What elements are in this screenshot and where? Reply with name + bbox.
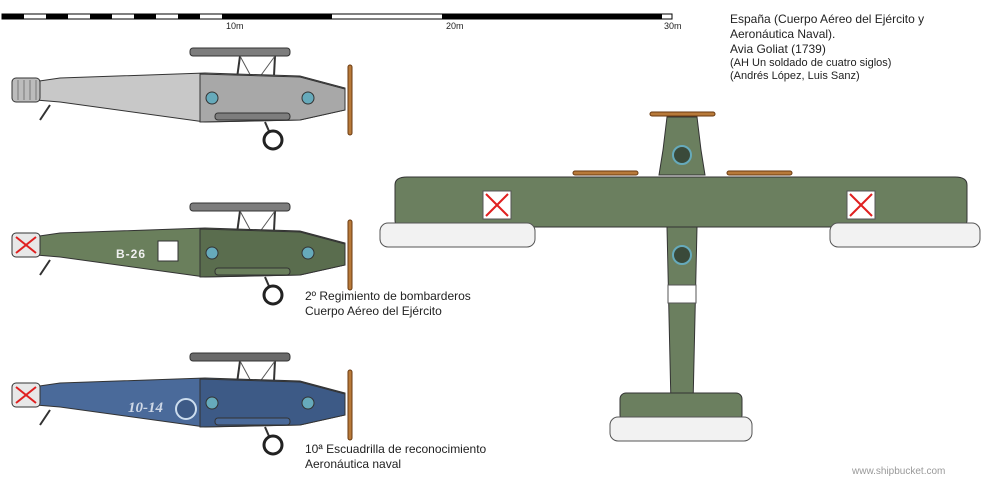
- title-line-5: (Andrés López, Luis Sanz): [730, 70, 860, 82]
- marking-b26: B-26: [116, 247, 147, 261]
- title-line-2: Aeronáutica Naval).: [730, 27, 836, 41]
- caption-navy: 10ª Escuadrilla de reconocimiento Aeroná…: [305, 442, 486, 472]
- top-view: [379, 111, 981, 442]
- caption-army-line-2: Cuerpo Aéreo del Ejército: [305, 304, 442, 318]
- side-view-grey: [11, 47, 353, 151]
- drawing-title: España (Cuerpo Aéreo del Ejército y Aero…: [730, 12, 995, 83]
- side-view-navy: [11, 352, 353, 456]
- caption-army-line-1: 2º Regimiento de bombarderos: [305, 289, 471, 303]
- caption-army: 2º Regimiento de bombarderos Cuerpo Aére…: [305, 289, 471, 319]
- title-line-4: (AH Un soldado de cuatro siglos): [730, 57, 892, 69]
- site-credit: www.shipbucket.com: [852, 466, 946, 477]
- title-line-1: España (Cuerpo Aéreo del Ejército y: [730, 12, 925, 26]
- side-view-green: [11, 202, 353, 306]
- caption-navy-line-2: Aeronáutica naval: [305, 457, 402, 471]
- scale-tick-20m: 20m: [446, 21, 464, 31]
- scale-tick-10m: 10m: [226, 21, 244, 31]
- marking-10-14: 10-14: [128, 400, 163, 416]
- title-line-3: Avia Goliat (1739): [730, 42, 826, 56]
- caption-navy-line-1: 10ª Escuadrilla de reconocimiento: [305, 442, 487, 456]
- scale-bar: [1, 13, 673, 20]
- scale-tick-30m: 30m: [664, 21, 682, 31]
